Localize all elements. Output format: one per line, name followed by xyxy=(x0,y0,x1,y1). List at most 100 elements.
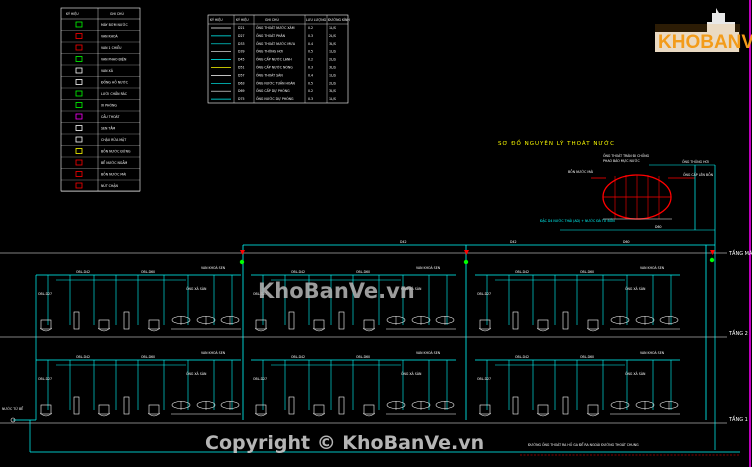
main-header-pipe: D42 D42 D60 xyxy=(239,240,715,420)
toilet-fixture xyxy=(40,319,52,330)
tank-label-4: ỐNG CẤP LÊN BỒN xyxy=(683,172,714,177)
pipe-label-0: D42 xyxy=(400,240,407,244)
urinal-fixture xyxy=(288,311,295,330)
legend-pipe-dia: 1L/S xyxy=(329,26,336,30)
legend-pipe-flow: 0.2 xyxy=(308,26,313,30)
floor-label-roof: TẦNG MÁI xyxy=(728,249,752,257)
legend-symbol-label: BỂ NƯỚC NGẦM xyxy=(101,160,128,165)
branch-label: ỐNG XẢ SÀN xyxy=(401,286,422,291)
diagram-title: SƠ ĐỒ NGUYÊN LÝ THOÁT NƯỚC xyxy=(498,138,615,147)
branch-label: OBL-D60 xyxy=(580,355,594,359)
urinal-fixture xyxy=(123,311,130,330)
branch-label: ỐNG XẢ SÀN xyxy=(625,286,646,291)
branch-label: OBL-D27 xyxy=(38,292,52,296)
bottom-note: ĐƯỜNG ỐNG THOÁT RA HỐ GA ĐỂ RA NGOÀI ĐƯỜ… xyxy=(528,442,639,447)
branch-label: VAN KHOÁ SEN xyxy=(640,265,665,270)
legend-pipe-code: D45 xyxy=(238,58,245,62)
branch-label: VAN KHOÁ SEN xyxy=(640,350,665,355)
legend-pipe-label: ỐNG THOÁT SÀN xyxy=(256,72,283,77)
toilet-fixture xyxy=(40,404,52,415)
branch-label: OBL-D42 xyxy=(291,270,305,274)
toilet-fixture xyxy=(255,404,267,415)
branch-label: OBL-D60 xyxy=(141,355,155,359)
supply-risers: NƯỚC TỪ BỂ ĐƯỜNG ỐNG THOÁT RA HỐ GA ĐỂ R… xyxy=(2,275,740,456)
khobanve-logo: KHOBANVE xyxy=(655,8,752,53)
legend-symbol-label: CHẬU RỬA MẶT xyxy=(101,137,126,142)
legend-pipe-code: D21 xyxy=(238,26,245,30)
legend-symbol-icon xyxy=(75,125,83,131)
legend-pipe-code: D69 xyxy=(238,89,245,93)
branch-label: VAN KHOÁ SEN xyxy=(201,350,226,355)
legend-pipe-flow: 0.2 xyxy=(308,89,313,93)
legend-pipe-dia: 1L/S xyxy=(329,97,336,101)
toilet-fixture xyxy=(537,404,549,415)
urinal-fixture xyxy=(338,396,345,415)
legend-pipe-label: ỐNG CẤP NƯỚC LẠNH xyxy=(256,57,292,62)
roof-tank: ỐNG THOÁT TRÀN ĐI CHỐNG PHAO BÁO MỰC NƯỚ… xyxy=(540,153,716,450)
legend-pipe-code: D33 xyxy=(238,42,245,46)
urinal-fixture xyxy=(512,311,519,330)
urinal-fixture xyxy=(123,396,130,415)
branch-label: OBL-D27 xyxy=(253,377,267,381)
floor-levels: TẦNG MÁI TẦNG 2 TẦNG 1 xyxy=(0,249,752,424)
legend-symbol-icon xyxy=(75,21,83,28)
legend-symbol-icon xyxy=(75,148,83,154)
branch-label: OBL-D27 xyxy=(38,377,52,381)
legend-pipe-dia: 3L/S xyxy=(329,42,336,46)
branch-label: OBL-D27 xyxy=(477,377,491,381)
legend-symbol-icon xyxy=(75,113,83,120)
branch-label: OBL-D60 xyxy=(356,270,370,274)
tank-label-1: BỒN NƯỚC MÁI xyxy=(568,169,593,174)
legend-pipe-dia: 1L/S xyxy=(329,73,336,77)
branch-label: OBL-D60 xyxy=(580,270,594,274)
toilet-fixture xyxy=(255,319,267,330)
logo-text: KHOBANVE xyxy=(658,32,752,53)
urinal-fixture xyxy=(73,396,80,415)
legend2-header-2: GHI CHÚ xyxy=(265,17,279,22)
branch-label: ỐNG XẢ SÀN xyxy=(186,286,207,291)
legend-symbol-label: SEN TẮM xyxy=(101,126,116,131)
legend-pipe-code: D27 xyxy=(238,34,245,38)
legend-symbol-icon xyxy=(75,182,83,189)
legend-symbol-icon xyxy=(75,79,83,85)
legend-pipes-table: KÝ HIỆU KÝ HIỆU GHI CHÚ LƯU LƯỢNG ĐƯỜNG … xyxy=(207,14,350,104)
legend-symbol-label: VAN 1 CHIỀU xyxy=(101,45,122,50)
branch-label: VAN KHOÁ SEN xyxy=(416,265,441,270)
floor-label-2: TẦNG 2 xyxy=(728,329,748,337)
toilet-fixture xyxy=(313,319,325,330)
tank-label-5: D60 xyxy=(655,225,662,229)
legend-header-symbol: KÝ HIỆU xyxy=(66,11,79,16)
urinal-fixture xyxy=(562,311,569,330)
legend-symbol-icon xyxy=(75,159,83,166)
legend-pipe-flow: 0.3 xyxy=(308,66,313,70)
legend-symbol-label: LƯỚI CHẮN RÁC xyxy=(101,91,128,96)
branch-label: OBL-D42 xyxy=(515,355,529,359)
toilet-fixture xyxy=(363,404,375,415)
legend-pipe-dia: 3L/S xyxy=(329,89,336,93)
tank-label-6: ĐẶC D4 NƯỚC THẢI (AD) + NƯỚC ĐÁ TỪ BỒN xyxy=(540,218,615,223)
legend-pipe-label: ỐNG THOÁT NƯỚC XÁM xyxy=(256,25,295,30)
toilet-fixture xyxy=(148,319,160,330)
branch-label: ỐNG XẢ SÀN xyxy=(186,371,207,376)
legend2-header-3: LƯU LƯỢNG xyxy=(306,18,327,22)
legend-symbol-icon xyxy=(75,90,83,97)
legend-symbol-icon xyxy=(75,67,83,74)
legend-pipe-dia: 2L/S xyxy=(329,81,336,85)
legend-header-note: GHI CHÚ xyxy=(110,11,124,16)
legend-symbol-icon xyxy=(75,171,83,177)
toilet-fixture xyxy=(98,319,110,330)
urinal-fixture xyxy=(288,396,295,415)
branch-label: OBL-D60 xyxy=(356,355,370,359)
toilet-fixture xyxy=(313,404,325,415)
legend-symbol-label: XI PHÔNG xyxy=(101,103,117,108)
legend-pipe-flow: 0.3 xyxy=(308,34,313,38)
legend-pipe-code: D57 xyxy=(238,73,245,77)
toilet-fixture xyxy=(537,319,549,330)
